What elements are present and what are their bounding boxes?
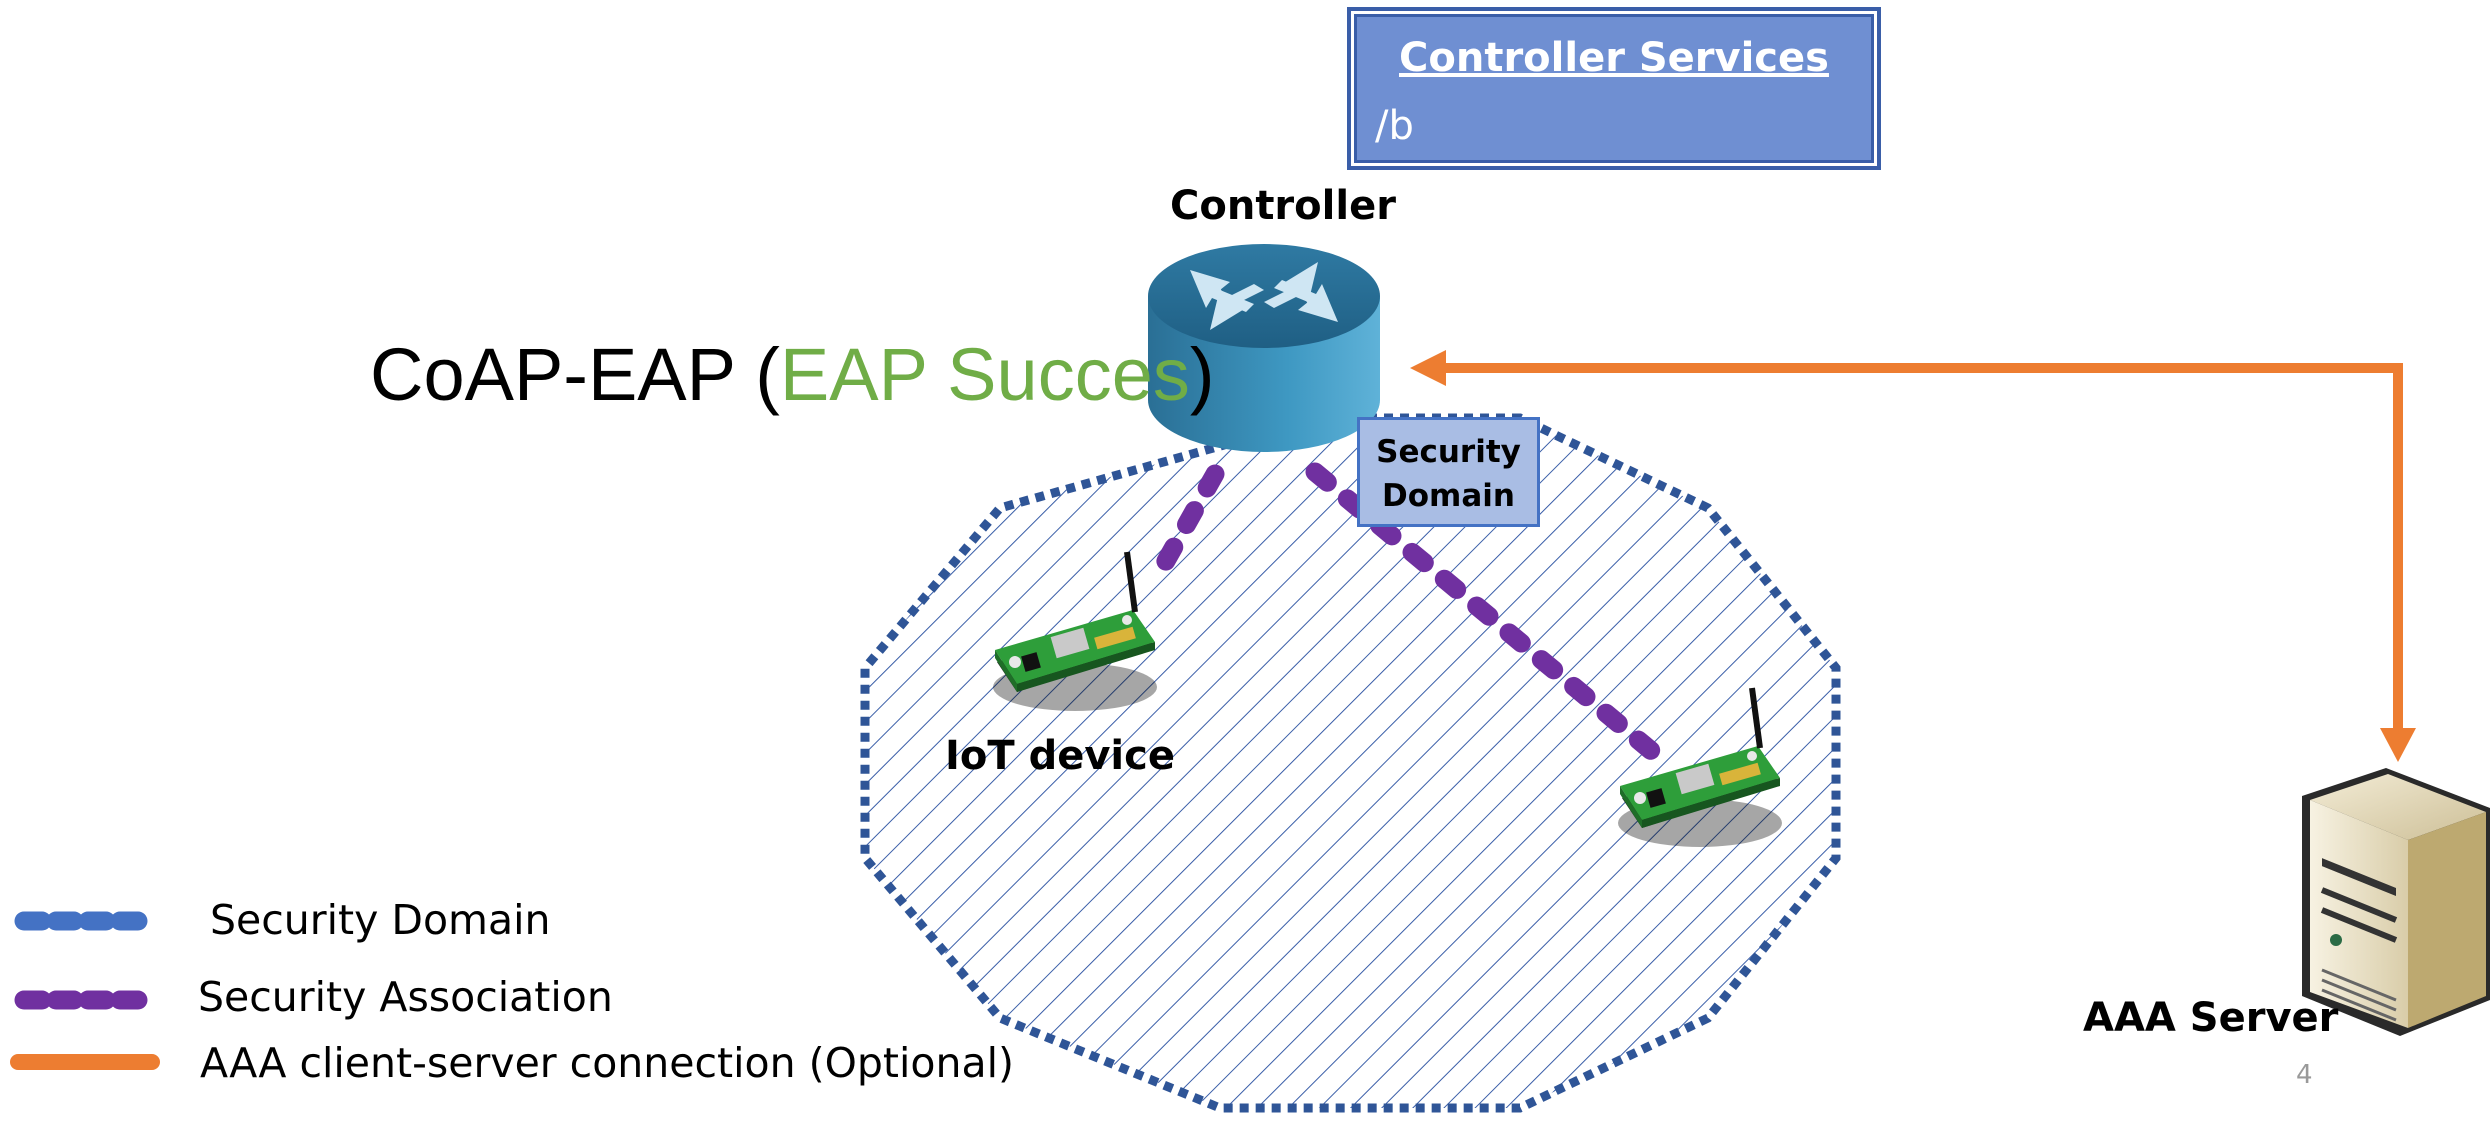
controller-services-body: /b (1375, 103, 1414, 149)
iot-device-label: IoT device (945, 733, 1175, 779)
coap-eap-suffix: ) (1189, 333, 1215, 416)
security-domain-box: Security Domain (1357, 417, 1540, 527)
arrowhead-to-controller (1410, 350, 1446, 386)
router-icon (1148, 244, 1380, 452)
security-domain-region (860, 413, 1841, 1113)
coap-eap-prefix: CoAP-EAP ( (370, 333, 780, 416)
security-association-link-1 (1152, 464, 1225, 578)
coap-eap-heading: CoAP-EAP (EAP Succes) (370, 332, 1215, 417)
security-domain-box-line2: Domain (1382, 478, 1515, 514)
security-domain-box-line1: Security (1376, 434, 1521, 470)
aaa-connection-line (1440, 363, 2403, 738)
legend-aaa-connection-label: AAA client-server connection (Optional) (200, 1039, 1014, 1087)
arrowhead-to-aaa-server (2380, 728, 2416, 762)
eap-success-text: EAP Succes (779, 333, 1190, 416)
legend-security-domain-label: Security Domain (210, 896, 551, 944)
controller-services-title: Controller Services (1399, 35, 1829, 81)
legend-security-association-label: Security Association (198, 973, 613, 1021)
aaa-server-label: AAA Server (2083, 995, 2339, 1041)
page-number: 4 (2296, 1060, 2313, 1090)
server-icon (2302, 768, 2490, 1036)
controller-label: Controller (1170, 183, 1396, 229)
controller-services-box: Controller Services /b (1347, 7, 1881, 170)
